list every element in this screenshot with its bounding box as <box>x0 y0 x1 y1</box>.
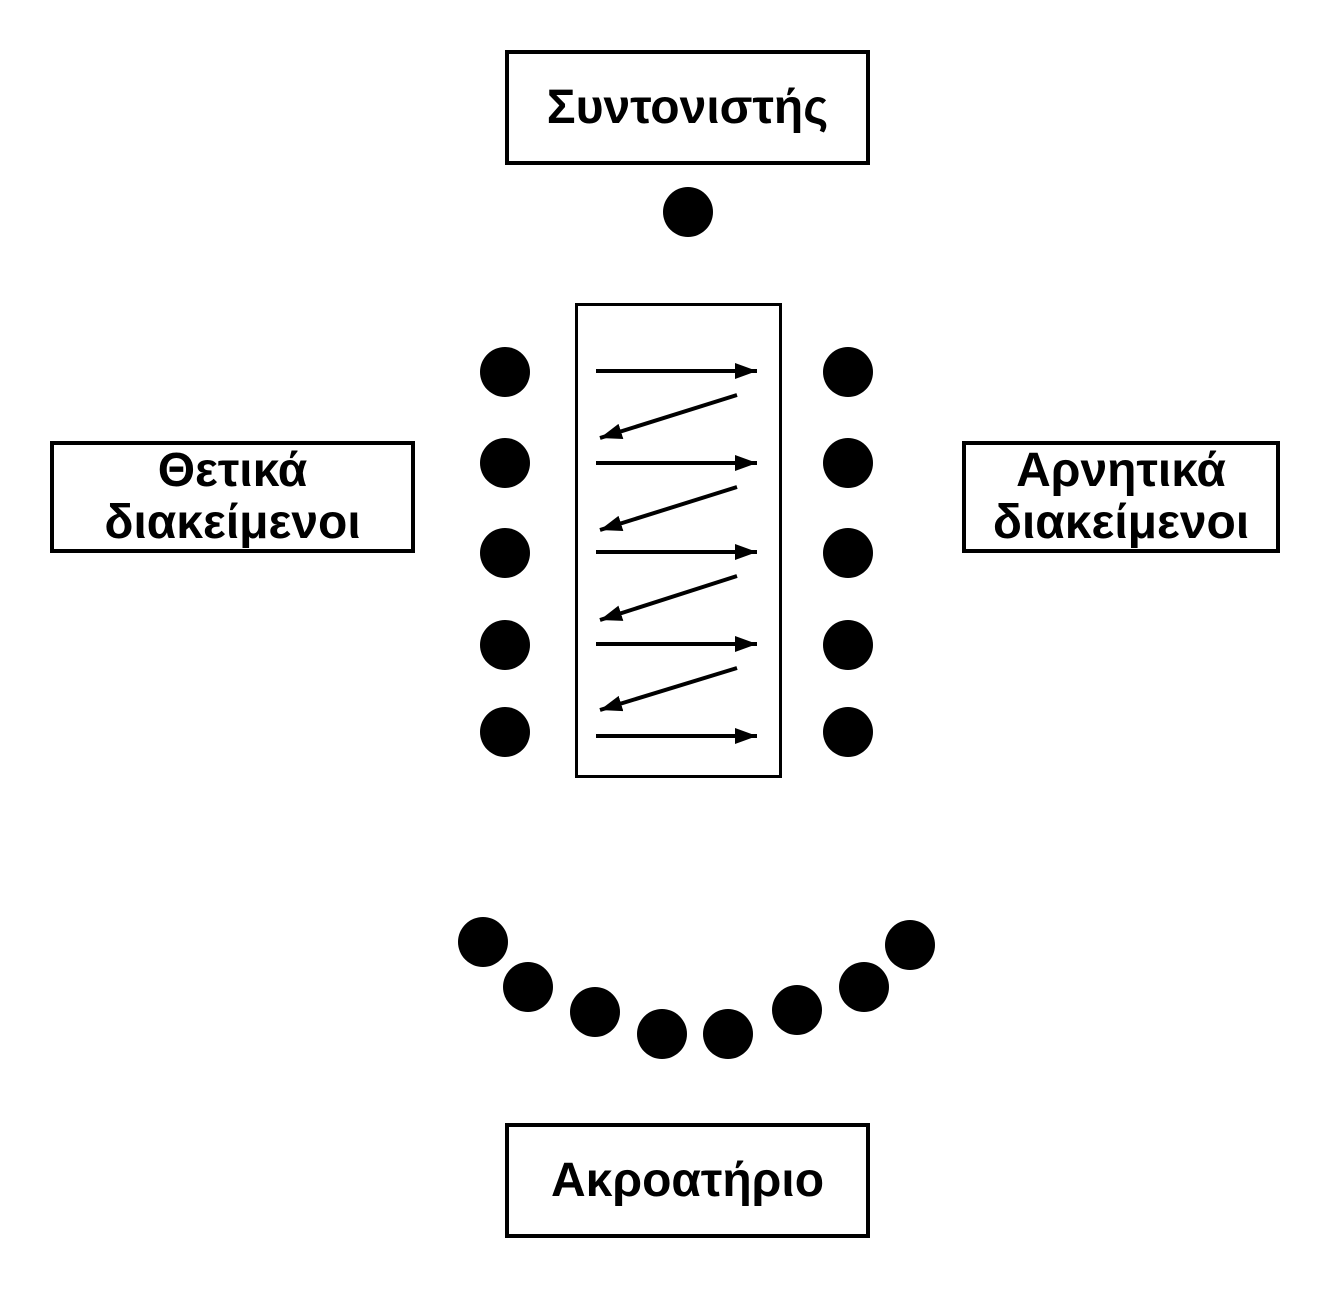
moderator-dot <box>663 187 713 237</box>
negative-debater-dot <box>823 620 873 670</box>
negative-box-label-line1: Αρνητικά <box>1016 444 1226 498</box>
discussion-flow-box <box>575 303 782 778</box>
flow-box-frame <box>575 303 782 778</box>
flow-arrow-left <box>599 393 738 440</box>
positive-box-label-line1: Θετικά <box>157 444 308 498</box>
audience-dot <box>772 985 822 1035</box>
negative-debaters-box: Αρνητικά διακείμενοι <box>962 441 1280 553</box>
positive-debater-dot <box>480 347 530 397</box>
flow-arrow-left <box>599 666 738 712</box>
discussion-flow-arrows <box>575 303 782 778</box>
positive-box-label-line2: διακείμενοι <box>104 496 361 549</box>
audience-dot <box>458 917 508 967</box>
audience-dot <box>885 920 935 970</box>
audience-dot <box>503 962 553 1012</box>
flow-arrow-left <box>599 574 738 622</box>
negative-debater-dot <box>823 438 873 488</box>
negative-debater-dot <box>823 347 873 397</box>
audience-box: Ακροατήριο <box>505 1123 870 1238</box>
audience-dot <box>703 1009 753 1059</box>
positive-debater-dot <box>480 528 530 578</box>
audience-dot <box>570 987 620 1037</box>
flow-arrow-left <box>599 485 738 532</box>
audience-dot <box>637 1009 687 1059</box>
negative-debater-dot <box>823 707 873 757</box>
negative-box-label-line2: διακείμενοι <box>992 496 1250 549</box>
moderator-box-label: Συντονιστής <box>546 80 829 134</box>
moderator-box: Συντονιστής <box>505 50 870 165</box>
audience-box-label: Ακροατήριο <box>550 1153 825 1207</box>
negative-debater-dot <box>823 528 873 578</box>
positive-debater-dot <box>480 707 530 757</box>
audience-dot <box>839 962 889 1012</box>
positive-debater-dot <box>480 438 530 488</box>
positive-debater-dot <box>480 620 530 670</box>
positive-debaters-box: Θετικά διακείμενοι <box>50 441 415 553</box>
